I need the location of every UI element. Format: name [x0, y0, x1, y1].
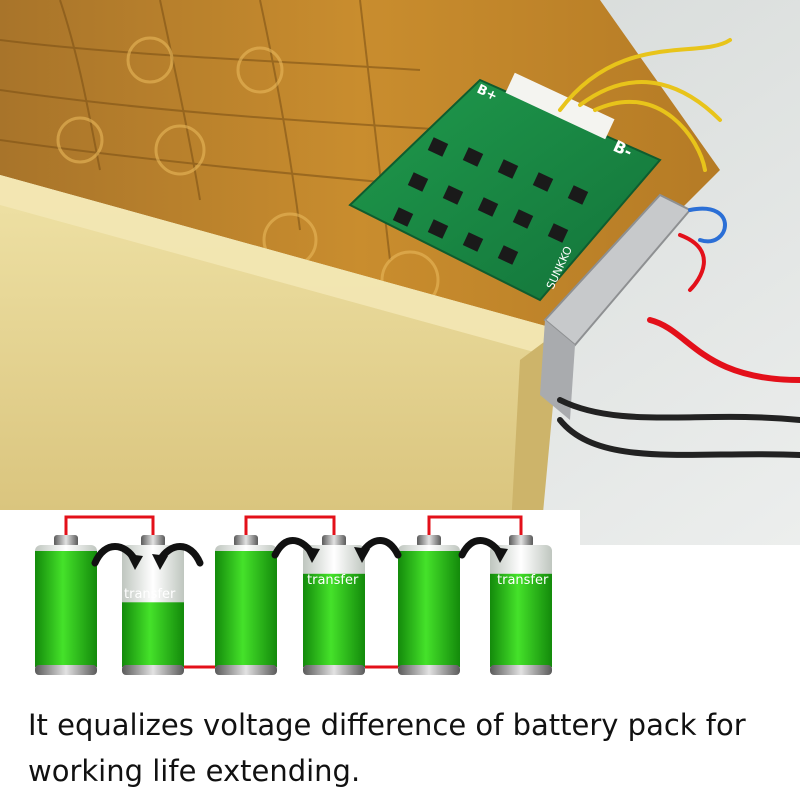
battery-base: [490, 665, 552, 675]
product-photo: B- B+ SUNKKO: [0, 0, 800, 545]
battery-cell-icon: [303, 535, 365, 675]
transfer-arrows: [91, 537, 508, 570]
wires: [557, 38, 800, 458]
battery-charge-fill: [215, 551, 277, 667]
battery-base: [35, 665, 97, 675]
battery-cell-icon: [490, 535, 552, 675]
battery-cell-icon: [215, 535, 277, 675]
battery-terminal: [509, 535, 533, 547]
battery-terminal: [417, 535, 441, 547]
battery-base: [122, 665, 184, 675]
battery-terminal: [54, 535, 78, 547]
bms-board: B- B+ SUNKKO: [348, 72, 662, 302]
battery-charge-fill: [490, 573, 552, 667]
battery-charge-fill: [122, 602, 184, 667]
connection-wire: [427, 515, 523, 545]
battery-base: [303, 665, 365, 675]
battery-base: [215, 665, 277, 675]
balancing-diagram: transfer transfer transfer: [0, 510, 580, 705]
transfer-arrow-head: [127, 554, 143, 570]
battery-cell-icon: [35, 535, 97, 675]
battery-cell-icon: [398, 535, 460, 675]
battery-charge-fill: [303, 573, 365, 667]
transfer-arrow-head: [354, 547, 370, 563]
battery-row: [35, 535, 552, 675]
transfer-labels: transfer transfer transfer: [124, 573, 549, 602]
battery-charge-fill: [35, 551, 97, 667]
connection-wire: [244, 515, 336, 545]
transfer-label: transfer: [307, 573, 359, 588]
connection-wire: [64, 515, 155, 545]
transfer-label: transfer: [124, 587, 176, 602]
battery-cell-icon: [122, 535, 184, 675]
transfer-arrow-head: [152, 554, 168, 570]
transfer-arrow-head: [492, 547, 508, 563]
battery-terminal: [322, 535, 346, 547]
transfer-arrow-head: [304, 547, 320, 563]
battery-charge-fill: [398, 551, 460, 667]
caption-text: It equalizes voltage difference of batte…: [28, 708, 746, 788]
pack-casing: [0, 175, 560, 545]
battery-base: [398, 665, 460, 675]
battery-terminal: [141, 535, 165, 547]
battery-terminal: [234, 535, 258, 547]
transfer-label: transfer: [497, 573, 549, 588]
